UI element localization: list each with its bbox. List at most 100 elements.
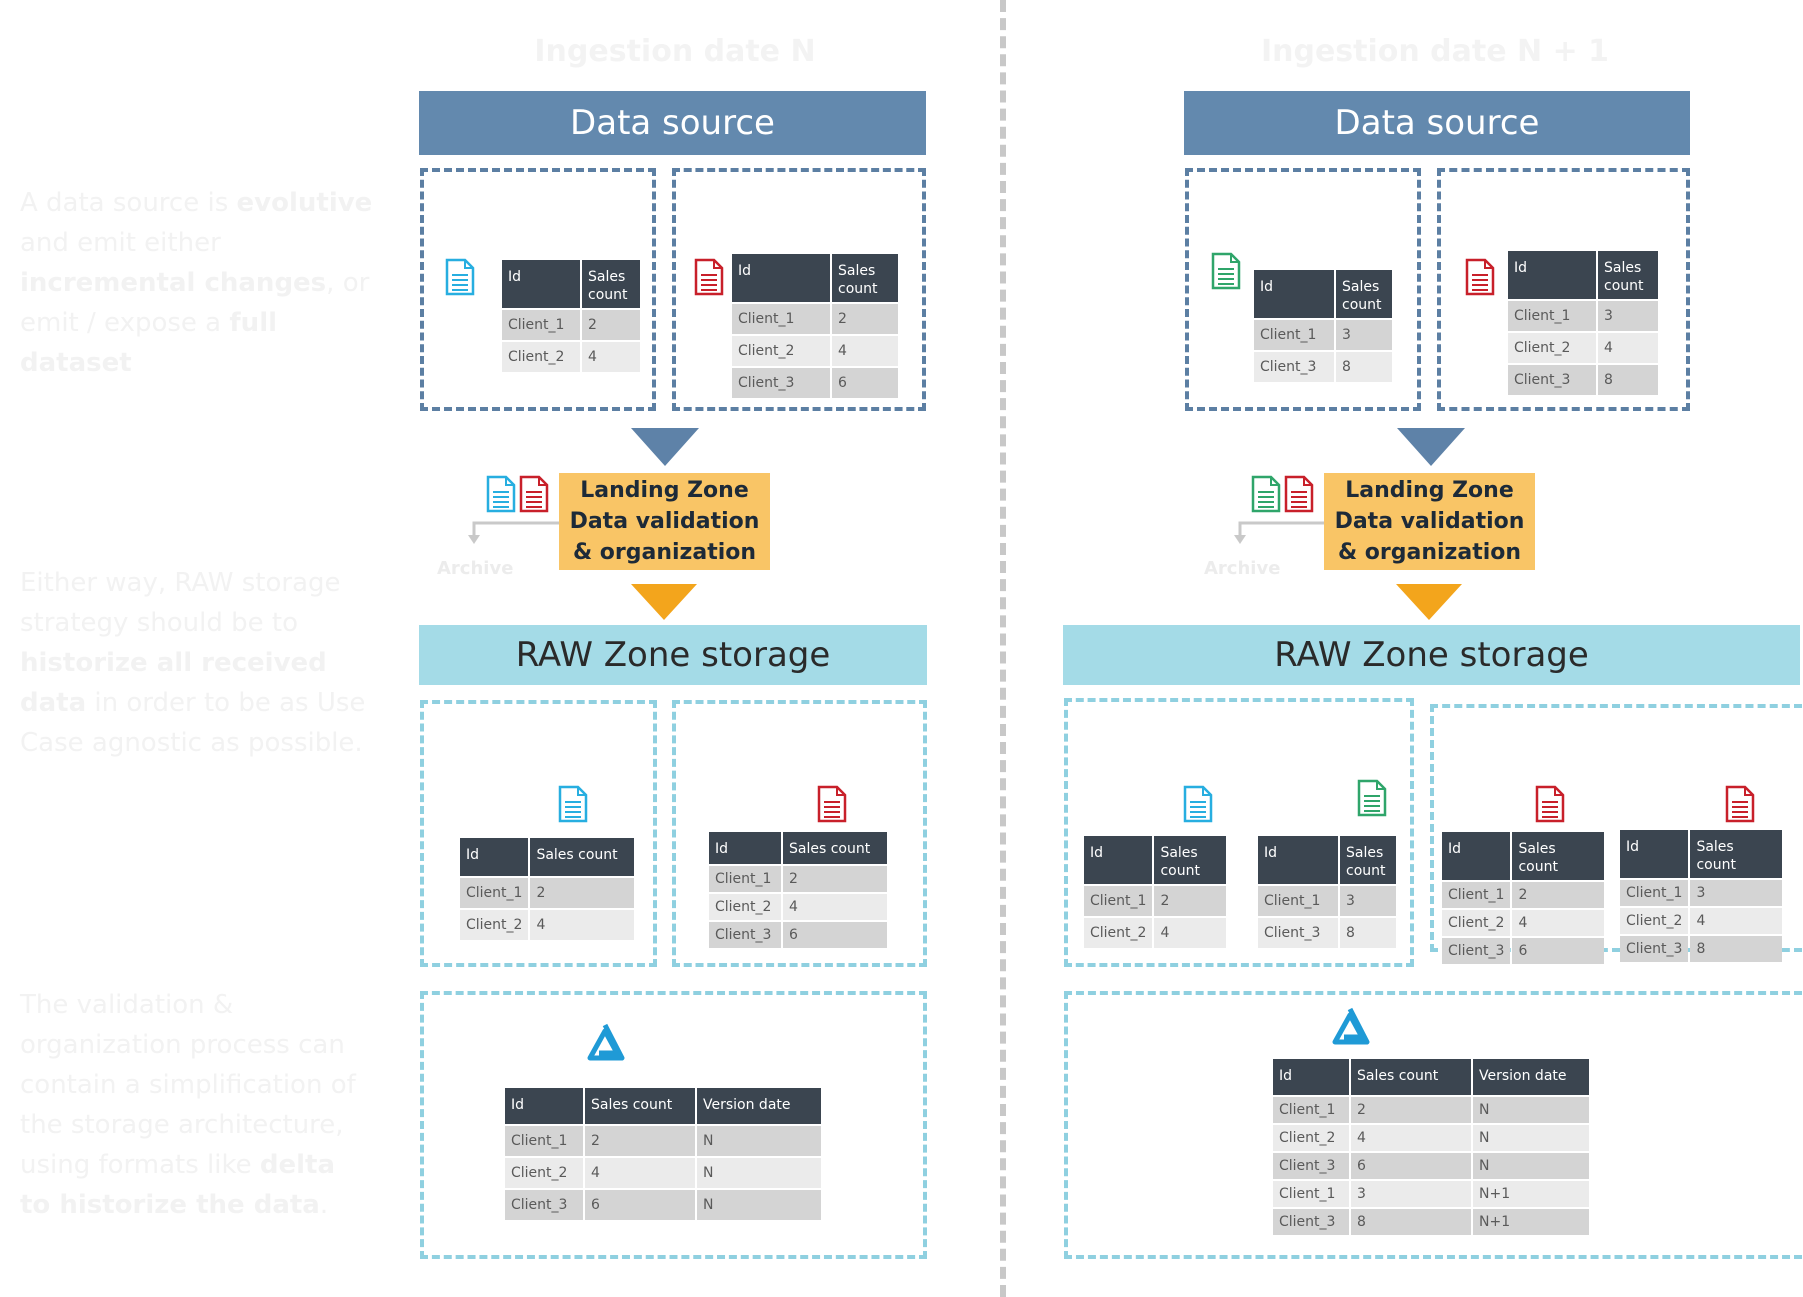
cell: Client_1	[709, 866, 781, 892]
column-title-n1: Ingestion date N + 1	[1260, 34, 1610, 69]
cell: 4	[1154, 918, 1227, 948]
cell: 4	[530, 910, 635, 940]
header-version: Version date	[1473, 1059, 1589, 1095]
delta-box-n	[420, 991, 927, 1259]
cell: N+1	[1473, 1181, 1589, 1207]
archive-label-n1: Archive	[1204, 558, 1281, 579]
cell: 2	[1351, 1097, 1471, 1123]
arrow-down-orange-n	[631, 584, 697, 620]
cell: 3	[1351, 1181, 1471, 1207]
raw-zone-banner-n1: RAW Zone storage	[1063, 625, 1800, 685]
landing-line: Landing Zone	[580, 478, 749, 503]
document-icon-red	[1284, 475, 1314, 513]
cell: Client_1	[1620, 880, 1689, 906]
header-sales: Sales count	[1340, 836, 1396, 884]
archive-arrow-n	[468, 521, 560, 544]
delta-box-n1	[1064, 991, 1802, 1259]
cell: Client_1	[1254, 320, 1334, 350]
cell: 4	[783, 894, 887, 920]
cell: 2	[1154, 886, 1227, 916]
cell: 4	[585, 1158, 695, 1188]
cell: 6	[783, 922, 887, 948]
cell: N	[1473, 1153, 1589, 1179]
cell: 6	[585, 1190, 695, 1220]
document-icon-red	[817, 785, 847, 823]
cell: N	[697, 1190, 821, 1220]
source-box-full-n	[672, 168, 926, 411]
text-bold: evolutive	[236, 188, 373, 218]
header-id: Id	[732, 254, 830, 302]
cell: Client_1	[1273, 1097, 1349, 1123]
column-title-n: Ingestion date N	[534, 34, 816, 69]
header-sales: Sales count	[1598, 251, 1658, 299]
explanation-3: The validation & organization process ca…	[20, 985, 370, 1225]
document-icon-red	[1725, 785, 1755, 823]
cell: 2	[530, 878, 635, 908]
archive-label-n: Archive	[437, 558, 514, 579]
cell: Client_1	[1442, 882, 1511, 908]
header-sales: Sales count	[1154, 836, 1227, 884]
cell: N	[697, 1126, 821, 1156]
header-id: Id	[1273, 1059, 1349, 1095]
document-icon-red	[694, 258, 724, 296]
cell: Client_1	[460, 878, 529, 908]
cell: Client_3	[1442, 938, 1511, 964]
cell: Client_3	[732, 368, 830, 398]
document-icon-red	[519, 475, 549, 513]
landing-zone-n1: Landing Zone Data validation & organizat…	[1324, 473, 1535, 570]
cell: 6	[1512, 938, 1605, 964]
text-fragment: The validation & organization process ca…	[20, 990, 356, 1180]
source-box-incremental-n1	[1185, 168, 1421, 411]
landing-line: Landing Zone	[1345, 478, 1514, 503]
source-box-incremental-n	[420, 168, 656, 411]
cell: 3	[1340, 886, 1396, 916]
cell: Client_2	[1273, 1125, 1349, 1151]
document-icon-cyan	[558, 785, 588, 823]
cell: Client_2	[1442, 910, 1511, 936]
cell: Client_3	[1620, 936, 1689, 962]
cell: Client_3	[1258, 918, 1338, 948]
cell: 8	[1690, 936, 1783, 962]
cell: 2	[783, 866, 887, 892]
cell: N	[1473, 1125, 1589, 1151]
cell: 4	[1598, 333, 1658, 363]
header-id: Id	[505, 1088, 583, 1124]
cell: Client_2	[1084, 918, 1153, 948]
cell: Client_2	[1508, 333, 1596, 363]
header-sales: Sales count	[585, 1088, 695, 1124]
text-bold: full dataset	[20, 308, 278, 378]
raw-box-incremental-n1	[1064, 698, 1414, 967]
cell: Client_2	[732, 336, 830, 366]
landing-zone-n: Landing Zone Data validation & organizat…	[559, 473, 770, 570]
document-icon-cyan	[445, 258, 475, 296]
header-id: Id	[1084, 836, 1153, 884]
header-sales: Sales count	[1690, 830, 1783, 878]
landing-line: Data validation	[569, 509, 760, 534]
header-id: Id	[502, 260, 580, 308]
text-bold: historize all received data	[20, 648, 327, 718]
text-bold: delta to historize the data	[20, 1150, 336, 1220]
header-id: Id	[460, 838, 529, 876]
cell: Client_2	[709, 894, 781, 920]
source-box-full-n1	[1437, 168, 1690, 411]
cell: 8	[1351, 1209, 1471, 1235]
cell: Client_1	[1258, 886, 1338, 916]
text-fragment: and emit either	[20, 228, 221, 258]
header-id: Id	[1254, 270, 1334, 318]
cell: Client_3	[709, 922, 781, 948]
cell: 4	[1512, 910, 1605, 936]
cell: 8	[1336, 352, 1392, 382]
cell: 4	[1690, 908, 1783, 934]
cell: Client_1	[505, 1126, 583, 1156]
